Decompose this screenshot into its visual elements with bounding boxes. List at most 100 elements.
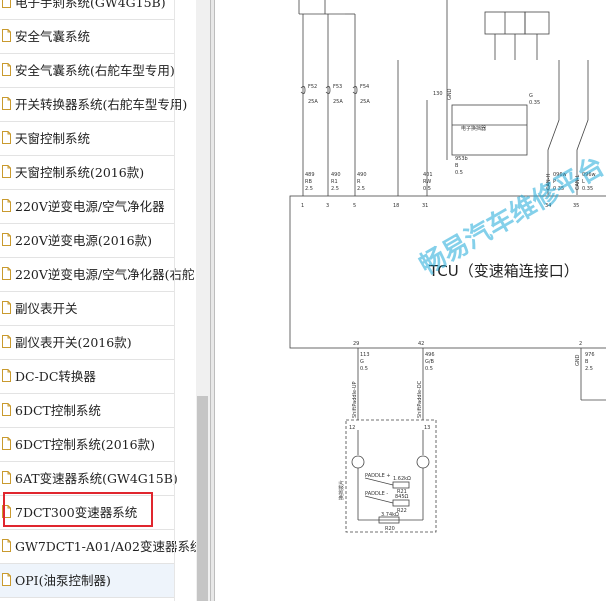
pin-top-35: 35 [573,203,579,209]
document-icon [2,369,11,382]
panel-splitter[interactable] [210,0,215,601]
relay-label: 电子换挡器 [461,125,486,132]
wire-496-size: 0.5 [425,366,433,372]
pin-top-34: 34 [545,203,551,209]
document-icon [2,403,11,416]
wire-496-color: G/B [425,359,435,365]
fuse-2-amp: 25A [333,99,343,105]
tree-item[interactable]: OPI(油泵控制器) [0,564,174,598]
pin-top-1: 1 [301,203,304,209]
tree-item[interactable]: 天窗控制系统(2016款) [0,156,174,190]
tree-item-label: 副仪表开关(2016款) [15,335,132,350]
pin-top-5: 5 [353,203,356,209]
document-icon [2,573,11,586]
document-icon [2,29,11,42]
ground-label: GND [447,88,453,100]
tree-item-label: 开关转换器系统(右舵车型专用) [15,97,188,112]
tree-item-label: 6DCT控制系统(2016款) [15,437,155,452]
tree-item-label: 220V逆变电源(2016款) [15,233,152,248]
wire-489-size: 2.5 [305,186,313,192]
wire-490a-size: 2.5 [331,186,339,192]
tree-item-label: 副仪表开关 [15,301,78,316]
r20-name: R20 [385,526,395,532]
document-icon [2,301,11,314]
wire-953b-color: B [455,163,459,169]
pin-top-3: 3 [326,203,329,209]
wire-490a-color: R1 [331,179,338,185]
tree-item[interactable]: 开关转换器系统(右舵车型专用) [0,88,187,122]
document-icon [2,233,11,246]
tree-item-label: 天窗控制系统(2016款) [15,165,145,180]
pin-top-18: 18 [393,203,399,209]
wire-490a-code: 490 [331,172,341,178]
wire-096w-l-color: L [582,179,585,185]
r20-value: 3.74kΩ [381,512,399,518]
wire-096w-l-code: 096w [582,172,596,178]
tree-item-label: 天窗控制系统 [15,131,91,146]
can-l-label: CAN-L [575,175,581,190]
wire-096w-p-color: P [553,179,556,185]
paddle-plus-label: PADDLE + [365,473,391,479]
tree-item[interactable]: 220V逆变电源(2016款) [0,224,174,258]
tree-item[interactable]: 220V逆变电源/空气净化器 [0,190,174,224]
wire-096w-l-size: 0.35 [582,186,593,192]
pin-bottom-29: 29 [353,341,359,347]
wire-490b-color: R [357,179,361,185]
tree-item[interactable]: GW7DCT1-A01/A02变速器系统 [0,530,196,564]
tree-item[interactable]: 副仪表开关(2016款) [0,326,174,360]
paddle-minus-label: PADDLE - [365,491,388,497]
tree-item[interactable]: 6DCT控制系统(2016款) [0,428,174,462]
tree-item[interactable]: DC-DC转换器 [0,360,174,394]
pin-bottom-2: 2 [579,341,582,347]
signal-paddle-up: ShiftPaddle-UP [352,381,358,418]
tree-item[interactable]: 6DCT控制系统 [0,394,174,428]
wire-096w-p-size: 0.35 [553,186,564,192]
wire-mid-code: G [529,93,533,99]
r21-value: 1.62kΩ [393,476,411,482]
fuse-1-amp: 25A [308,99,318,105]
selection-highlight-box [3,492,153,527]
r22-value: 845Ω [395,494,409,500]
document-icon [2,335,11,348]
wire-489-code: 489 [305,172,315,178]
wire-489-color: RB [305,179,312,185]
document-icon [2,437,11,450]
tree-item-label: 220V逆变电源/空气净化器(右舵 [15,267,195,282]
wire-490b-size: 2.5 [357,186,365,192]
tree-item[interactable]: 安全气囊系统 [0,20,174,54]
wire-496-code: 496 [425,352,435,358]
tree-item[interactable]: 220V逆变电源/空气净化器(右舵 [0,258,194,292]
tree-item-label: 安全气囊系统(右舵车型专用) [15,63,175,78]
tree-item-label: 7DCT300变速器系统 [15,505,138,520]
pin-bottom-42: 42 [418,341,424,347]
wire-976-color: B [585,359,589,365]
wire-113-color: G [360,359,364,365]
wire-976-code: 976 [585,352,595,358]
can-h-label: CAN-H [546,174,552,190]
wire-976-size: 2.5 [585,366,593,372]
tree-item[interactable]: 天窗控制系统 [0,122,174,156]
tree-item[interactable]: 副仪表开关 [0,292,174,326]
tree-item[interactable]: 6AT变速器系统(GW4G15B) [0,462,178,496]
fuse-3-amp: 25A [360,99,370,105]
wire-401-code: 401 [423,172,433,178]
tree-item-label: 220V逆变电源/空气净化器 [15,199,165,214]
scrollbar-thumb[interactable] [197,396,208,601]
pin-top-31: 31 [422,203,428,209]
connector-pin-12: 12 [349,425,355,431]
document-icon [2,63,11,76]
tree-panel: 电子手刹系统(GW4G15B) 安全气囊系统安全气囊系统(右舵车型专用) 开关转换器… [0,0,196,601]
wire-113-size: 0.5 [360,366,368,372]
r22-name: R22 [397,508,407,514]
wire-953b-size: 0.5 [455,170,463,176]
fuse-2-name: F53 [333,84,342,90]
tree-item-label: GW7DCT1-A01/A02变速器系统 [15,539,196,554]
pin-130: 130 [433,91,443,97]
document-icon [2,199,11,212]
tree-item[interactable]: 安全气囊系统(右舵车型专用) [0,54,175,88]
tree-item-label: DC-DC转换器 [15,369,96,384]
document-icon [2,97,11,110]
tree-item[interactable]: 电子手刹系统(GW4G15B) [0,0,174,20]
tree-item-label: 电子手刹系统(GW4G15B) [15,0,166,10]
document-icon [2,131,11,144]
